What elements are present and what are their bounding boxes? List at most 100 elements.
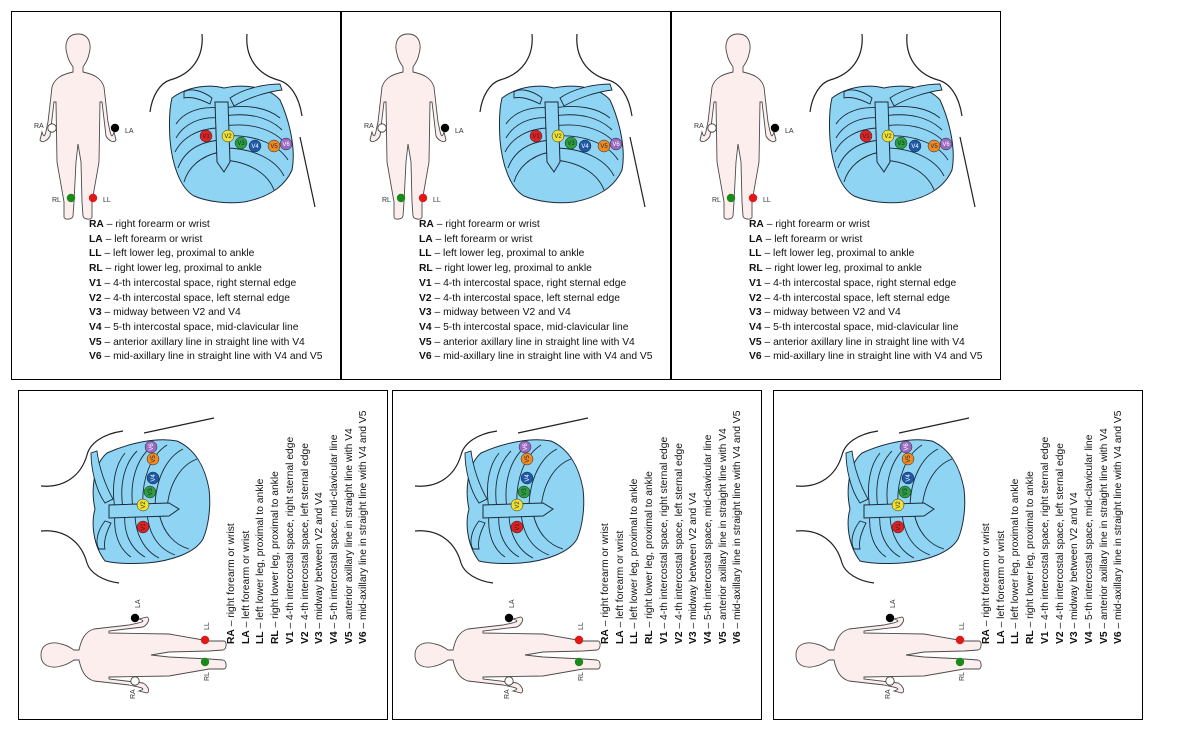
legend-item: RA – right forearm or wrist xyxy=(749,218,983,233)
legend-item: LL – left lower leg, proximal to ankle xyxy=(749,247,983,262)
legend-item: V1 – 4-th intercostal space, right stern… xyxy=(1039,410,1054,644)
legend-separator: – xyxy=(431,307,444,319)
chest-ribcage xyxy=(414,417,589,584)
legend-code: RA xyxy=(981,629,992,644)
legend-description: anterior axillary line in straight line … xyxy=(113,336,305,348)
chest-ribcage xyxy=(795,417,970,584)
legend-description: 4-th intercostal space, left sternal edg… xyxy=(443,292,620,304)
legend-code: V6 xyxy=(89,351,102,363)
legend-separator: – xyxy=(432,233,445,245)
legend-code: LL xyxy=(89,248,102,260)
legend-separator: – xyxy=(761,292,774,304)
legend-description: midway between V2 and V4 xyxy=(314,492,326,620)
legend-code: V4 xyxy=(749,321,762,333)
legend-description: 4-th intercostal space, right sternal ed… xyxy=(443,277,627,289)
legend-separator: – xyxy=(431,351,444,363)
legend-description: 4-th intercostal space, right sternal ed… xyxy=(113,277,297,289)
legend-description: 4-th intercostal space, right sternal ed… xyxy=(773,277,957,289)
legend-item: V3 – midway between V2 and V4 xyxy=(687,410,702,644)
legend-item: LA – left forearm or wrist xyxy=(995,410,1010,644)
legend-code: V4 xyxy=(89,321,102,333)
legend-item: RA – right forearm or wrist xyxy=(599,410,614,644)
legend-separator: – xyxy=(433,219,446,230)
legend-separator: – xyxy=(762,233,775,245)
legend-item: RL – right lower leg, proximal to ankle xyxy=(643,410,658,644)
legend-code: LA xyxy=(995,630,1007,644)
legend-separator: – xyxy=(255,619,267,632)
legend-item: RL – right lower leg, proximal to ankle xyxy=(1024,410,1039,644)
legend-description: anterior axillary line in straight line … xyxy=(1098,428,1110,620)
legend-separator: – xyxy=(761,277,774,289)
legend-separator: – xyxy=(1039,619,1051,632)
legend-separator: – xyxy=(1069,619,1081,632)
legend-description: 5-th intercostal space, mid-clavicular l… xyxy=(113,321,299,333)
legend-description: left lower leg, proximal to ankle xyxy=(255,478,267,620)
body-figure-front xyxy=(795,598,982,700)
legend-separator: – xyxy=(1010,619,1022,632)
legend-item: V2 – 4-th intercostal space, left sterna… xyxy=(749,292,983,307)
legend-code: RA xyxy=(749,219,764,230)
legend-description: left lower leg, proximal to ankle xyxy=(1010,478,1022,620)
legend-item: LA – left forearm or wrist xyxy=(240,410,255,644)
legend-separator: – xyxy=(431,336,444,348)
legend-separator: – xyxy=(270,618,282,631)
legend-item: LA – left forearm or wrist xyxy=(89,233,323,248)
legend-description: 4-th intercostal space, left sternal edg… xyxy=(299,443,311,620)
legend-description: 5-th intercostal space, mid-clavicular l… xyxy=(443,321,629,333)
legend-code: V6 xyxy=(1113,631,1125,644)
legend-code: V1 xyxy=(89,277,102,289)
legend-separator: – xyxy=(629,619,641,632)
legend-separator: – xyxy=(688,619,700,632)
legend-item: RL – right lower leg, proximal to ankle xyxy=(749,262,983,277)
legend-code: V2 xyxy=(1054,631,1066,644)
legend-code: V4 xyxy=(419,321,432,333)
legend-item: V1 – 4-th intercostal space, right stern… xyxy=(419,277,653,292)
legend-separator: – xyxy=(431,248,444,260)
legend-separator: – xyxy=(761,321,774,333)
legend-item: RA – right forearm or wrist xyxy=(419,218,653,233)
legend-separator: – xyxy=(432,263,445,275)
legend-item: V4 – 5-th intercostal space, mid-clavicu… xyxy=(702,410,717,644)
legend-item: RL – right lower leg, proximal to ankle xyxy=(89,262,323,277)
legend-description: right lower leg, proximal to ankle xyxy=(270,471,282,619)
legend-item: V5 – anterior axillary line in straight … xyxy=(749,336,983,351)
legend-separator: – xyxy=(431,321,444,333)
legend-separator: – xyxy=(226,617,237,630)
legend-separator: – xyxy=(240,618,252,631)
legend-description: midway between V2 and V4 xyxy=(688,492,700,620)
legend-description: right lower leg, proximal to ankle xyxy=(774,263,922,275)
legend-item: V5 – anterior axillary line in straight … xyxy=(89,336,323,351)
legend-description: 5-th intercostal space, mid-clavicular l… xyxy=(1083,434,1095,620)
legend-separator: – xyxy=(981,617,992,630)
legend-item: V4 – 5-th intercostal space, mid-clavicu… xyxy=(419,321,653,336)
legend-separator: – xyxy=(328,619,340,632)
legend-description: mid-axillary line in straight line with … xyxy=(732,410,744,620)
legend-code: V1 xyxy=(284,631,296,644)
legend-code: RL xyxy=(1025,630,1037,644)
legend-separator: – xyxy=(102,263,115,275)
legend-description: midway between V2 and V4 xyxy=(1069,492,1081,620)
legend-description: left lower leg, proximal to ankle xyxy=(443,248,585,260)
legend-separator: – xyxy=(761,248,774,260)
legend-separator: – xyxy=(600,617,611,630)
legend-separator: – xyxy=(101,321,114,333)
legend-description: right forearm or wrist xyxy=(981,523,992,618)
legend-code: LL xyxy=(419,248,432,260)
legend-description: anterior axillary line in straight line … xyxy=(343,428,355,620)
legend-separator: – xyxy=(673,619,685,632)
legend-separator: – xyxy=(995,618,1007,631)
legend-separator: – xyxy=(1113,619,1125,632)
legend-item: V4 – 5-th intercostal space, mid-clavicu… xyxy=(328,410,343,644)
legend-code: LL xyxy=(749,248,762,260)
legend-code: LA xyxy=(240,630,252,644)
legend-description: 4-th intercostal space, right sternal ed… xyxy=(1039,436,1051,620)
legend-separator: – xyxy=(717,619,729,632)
legend-item: RA – right forearm or wrist xyxy=(225,410,240,644)
legend-item: V4 – 5-th intercostal space, mid-clavicu… xyxy=(89,321,323,336)
legend-description: right forearm or wrist xyxy=(226,523,237,618)
